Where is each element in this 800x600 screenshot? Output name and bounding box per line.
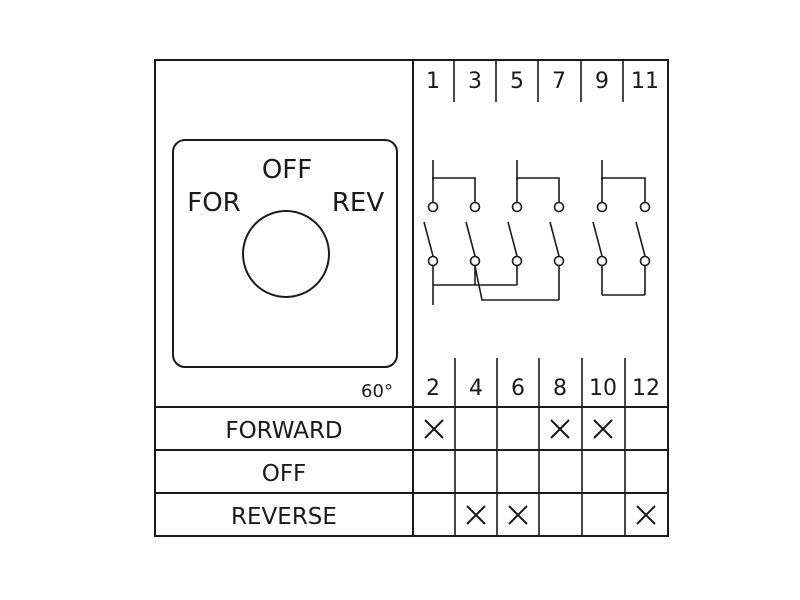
terminal-top-7: 7 bbox=[552, 69, 566, 94]
position-label-rev: REV bbox=[332, 188, 384, 218]
outer-frame bbox=[154, 59, 669, 537]
row-label-off: OFF bbox=[262, 461, 307, 487]
terminal-bottom-8: 8 bbox=[553, 376, 567, 401]
terminal-bottom-10: 10 bbox=[589, 376, 617, 401]
contact-closed-mark bbox=[424, 419, 444, 439]
contact-upper-11 bbox=[639, 201, 651, 213]
contact-lower-2 bbox=[427, 255, 439, 267]
terminal-bottom-4: 4 bbox=[469, 376, 483, 401]
contact-lower-6 bbox=[511, 255, 523, 267]
bottom-terminal-separators bbox=[454, 358, 626, 536]
contact-lower-8 bbox=[553, 255, 565, 267]
terminal-top-1: 1 bbox=[426, 69, 440, 94]
terminal-top-9: 9 bbox=[595, 69, 609, 94]
contact-closed-mark bbox=[636, 505, 656, 525]
row-label-reverse: REVERSE bbox=[231, 504, 337, 530]
contact-closed-mark bbox=[508, 505, 528, 525]
contact-marks bbox=[424, 419, 656, 525]
contact-lower-4 bbox=[469, 255, 481, 267]
terminal-bottom-6: 6 bbox=[511, 376, 525, 401]
contact-schematic bbox=[423, 160, 651, 305]
position-label-off: OFF bbox=[262, 155, 312, 185]
contact-closed-mark bbox=[550, 419, 570, 439]
contact-upper-1 bbox=[427, 201, 439, 213]
top-terminal-labels: 1 3 5 7 9 11 bbox=[426, 69, 659, 94]
contact-upper-7 bbox=[553, 201, 565, 213]
contact-closed-mark bbox=[466, 505, 486, 525]
bottom-terminal-labels: 2 4 6 8 10 12 bbox=[426, 376, 660, 401]
angle-label: 60° bbox=[361, 381, 393, 402]
terminal-top-5: 5 bbox=[510, 69, 524, 94]
contact-lower-10 bbox=[596, 255, 608, 267]
top-terminal-separators bbox=[453, 60, 624, 102]
contact-upper-9 bbox=[596, 201, 608, 213]
row-label-forward: FORWARD bbox=[225, 418, 342, 444]
contact-upper-5 bbox=[511, 201, 523, 213]
contact-closed-mark bbox=[593, 419, 613, 439]
terminal-bottom-2: 2 bbox=[426, 376, 440, 401]
position-label-for: FOR bbox=[187, 188, 241, 218]
dial-panel bbox=[172, 139, 398, 368]
terminal-bottom-12: 12 bbox=[632, 376, 660, 401]
contact-upper-3 bbox=[469, 201, 481, 213]
terminal-top-3: 3 bbox=[468, 69, 482, 94]
contact-lower-12 bbox=[639, 255, 651, 267]
dial-knob bbox=[242, 210, 330, 298]
terminal-top-11: 11 bbox=[631, 69, 659, 94]
